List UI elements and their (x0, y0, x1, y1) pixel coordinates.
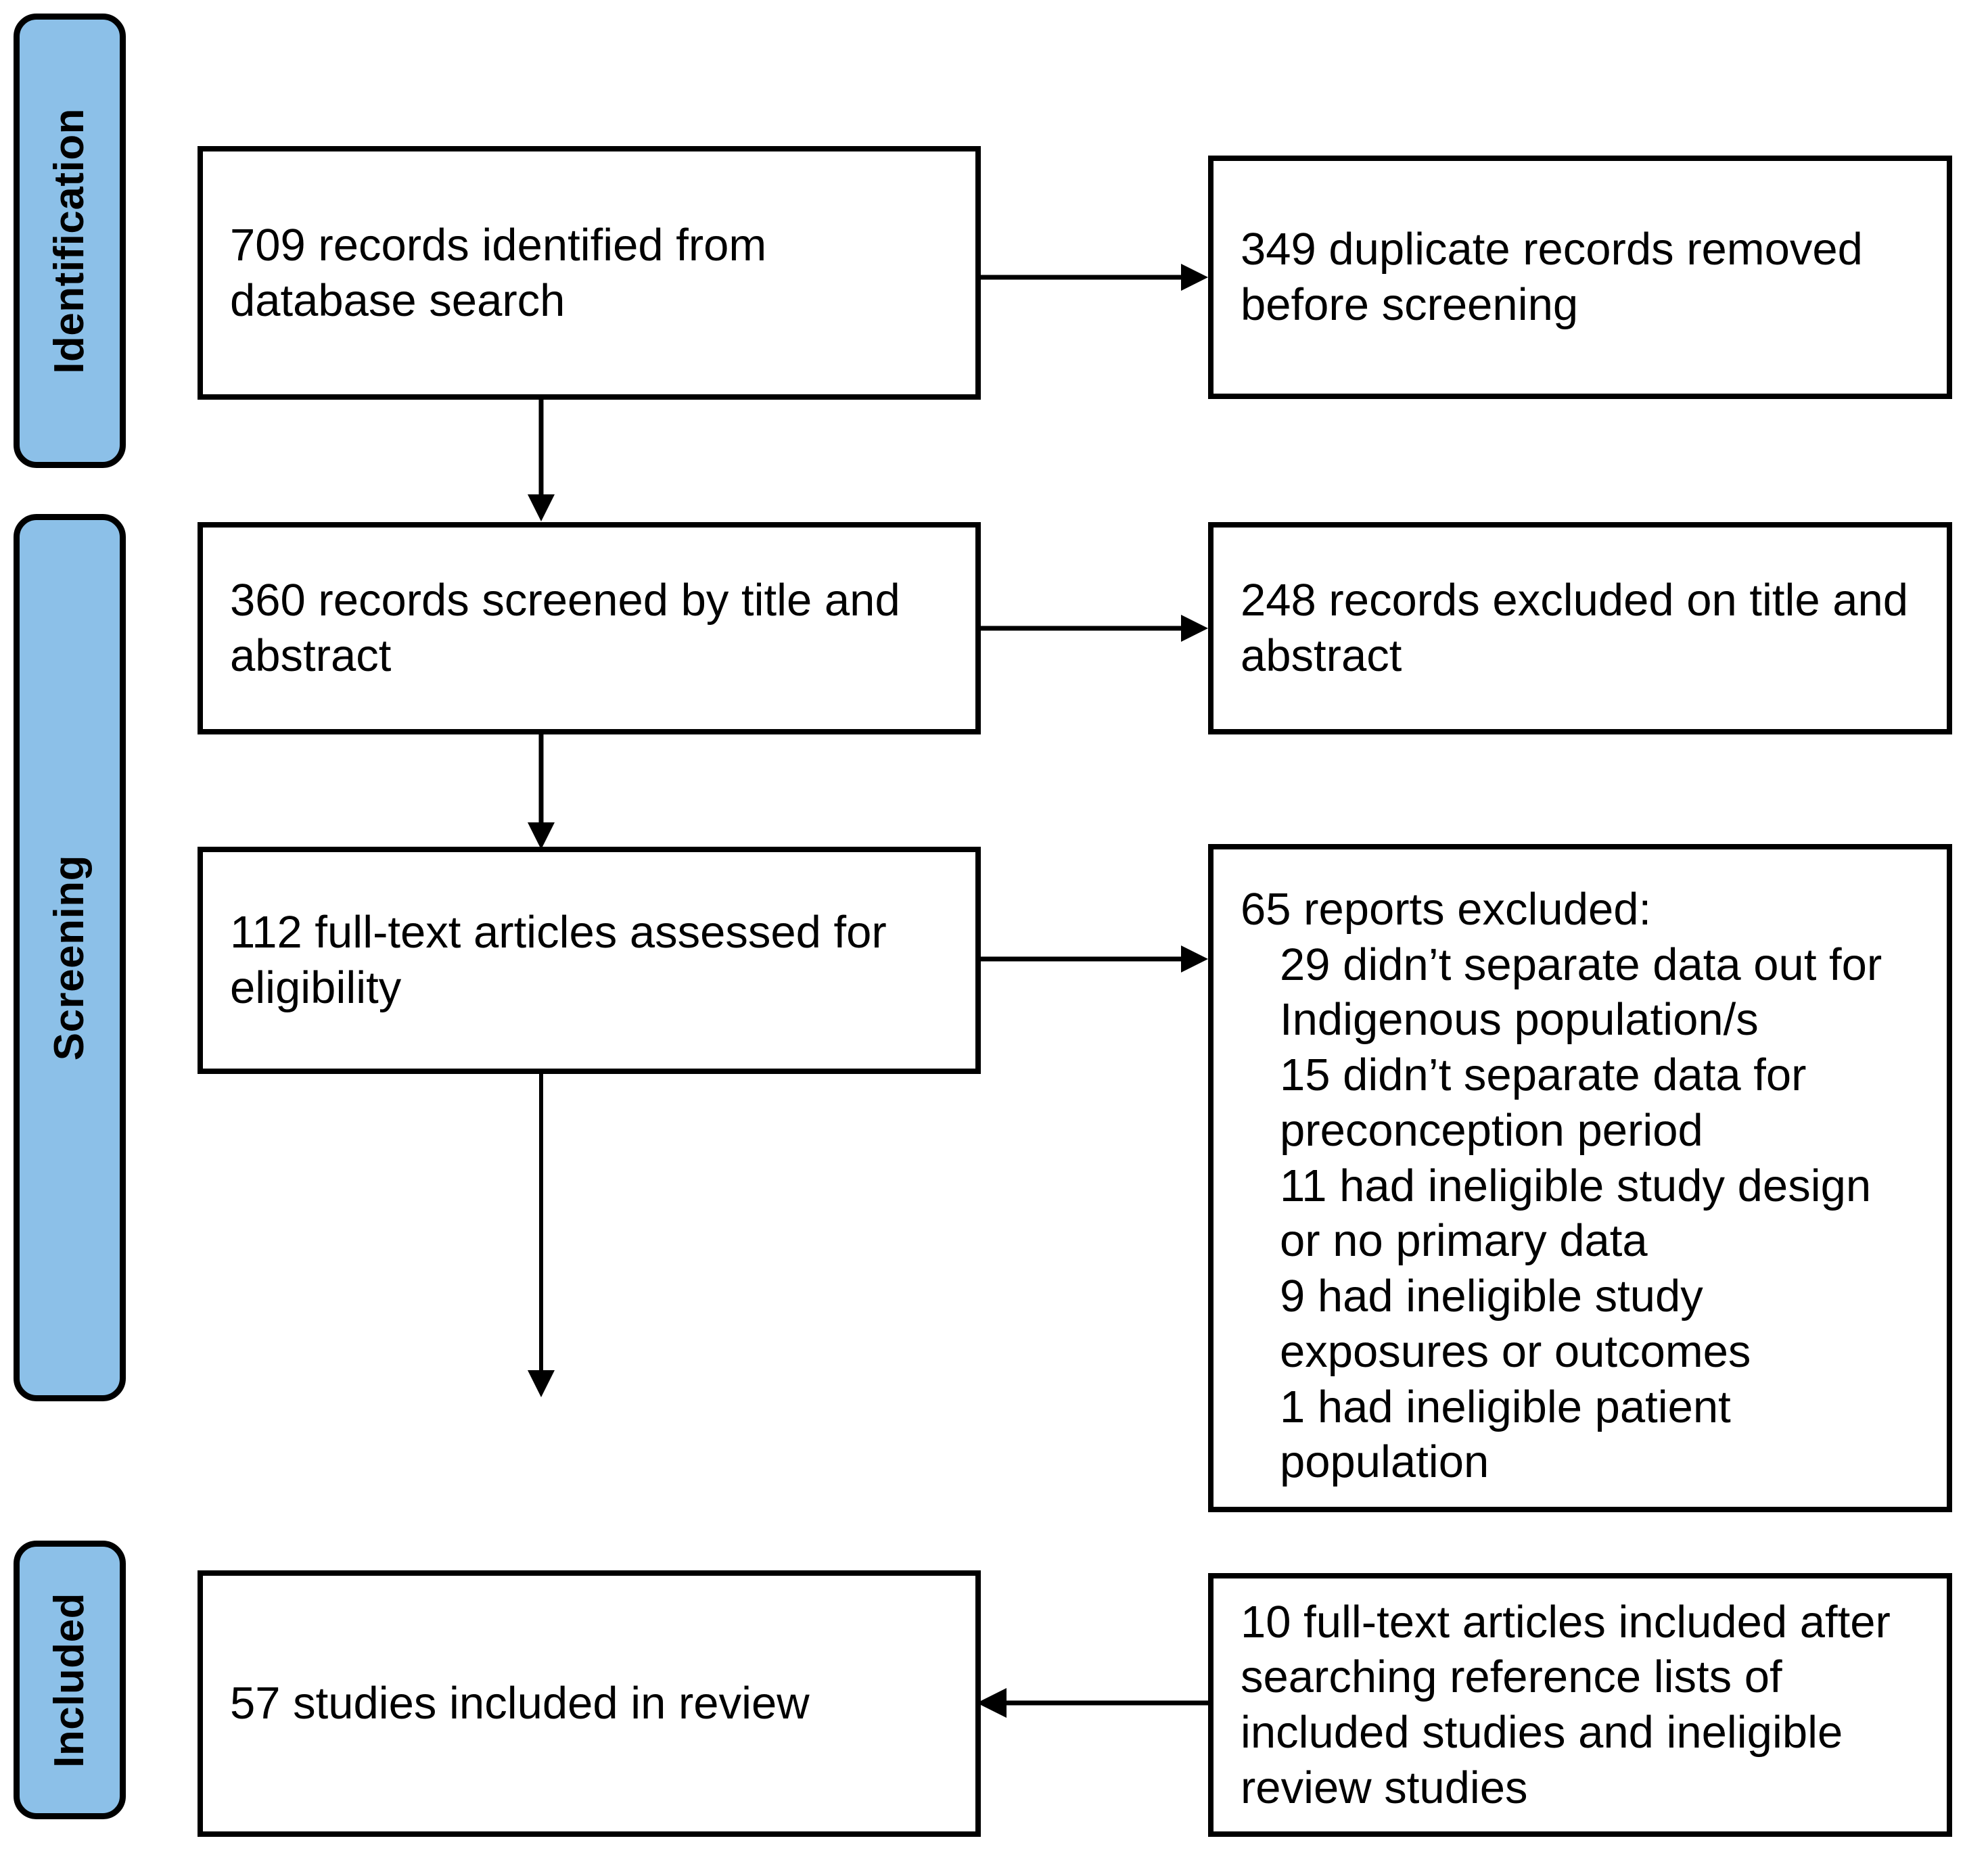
box-records-screened-text: 360 records screened by title and abstra… (230, 575, 900, 681)
connector-identified-to-duplicates (981, 261, 1211, 294)
connector-fulltext-to-included (522, 1074, 560, 1399)
box-records-screened: 360 records screened by title and abstra… (198, 522, 981, 734)
box-full-text-assessed: 112 full-text articles assessed for elig… (198, 847, 981, 1074)
connector-identified-to-screened (522, 400, 560, 523)
box-records-identified-text: 709 records identified from database sea… (230, 219, 767, 326)
stage-label-screening: Screening (46, 854, 93, 1061)
box-duplicate-records-removed-text: 349 duplicate records removed before scr… (1241, 224, 1863, 330)
box-studies-included-in-review-text: 57 studies included in review (230, 1678, 810, 1729)
box-studies-included-in-review: 57 studies included in review (198, 1570, 981, 1837)
stage-tab-identification: Identification (14, 14, 126, 468)
box-records-excluded-title-abstract-text: 248 records excluded on title and abstra… (1241, 575, 1909, 681)
box-reports-excluded: 65 reports excluded: 29 didn’t separate … (1208, 844, 1952, 1512)
stage-label-identification: Identification (46, 108, 93, 374)
connector-fulltext-to-reports-excluded (981, 943, 1211, 975)
box-reference-list-additions: 10 full-text articles included after sea… (1208, 1573, 1952, 1837)
box-reports-excluded-reasons: 29 didn’t separate data out for Indigeno… (1280, 939, 1882, 1488)
connector-screened-to-fulltext (522, 734, 560, 851)
box-reference-list-additions-text: 10 full-text articles included after sea… (1241, 1596, 1891, 1813)
box-duplicate-records-removed: 349 duplicate records removed before scr… (1208, 156, 1952, 399)
connector-references-to-included (977, 1687, 1211, 1719)
box-records-excluded-title-abstract: 248 records excluded on title and abstra… (1208, 522, 1952, 734)
stage-tab-screening: Screening (14, 514, 126, 1401)
stage-tab-included: Included (14, 1541, 126, 1819)
box-full-text-assessed-text: 112 full-text articles assessed for elig… (230, 907, 887, 1013)
connector-screened-to-excluded (981, 612, 1211, 645)
box-records-identified: 709 records identified from database sea… (198, 146, 981, 400)
box-reports-excluded-heading: 65 reports excluded: (1241, 884, 1652, 935)
stage-label-included: Included (46, 1592, 93, 1768)
